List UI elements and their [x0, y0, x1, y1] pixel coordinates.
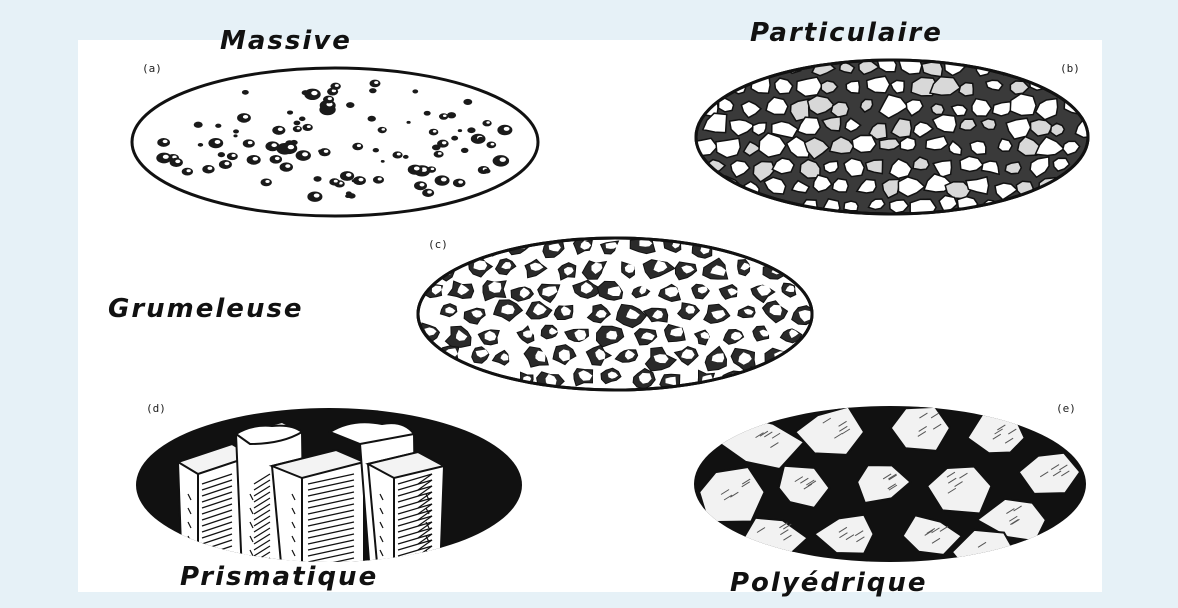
label-polyedrique: Polyédrique	[730, 568, 928, 598]
plate-grumeleuse	[414, 234, 816, 394]
plate-prismatique	[132, 404, 526, 566]
label-grumeleuse: Grumeleuse	[108, 294, 304, 324]
label-prismatique: Prismatique	[180, 562, 378, 592]
plate-massive	[128, 64, 542, 220]
plate-particulaire	[692, 56, 1092, 218]
plate-polyedrique	[690, 402, 1090, 566]
label-particulaire: Particulaire	[750, 18, 943, 48]
label-massive: Massive	[220, 26, 352, 56]
